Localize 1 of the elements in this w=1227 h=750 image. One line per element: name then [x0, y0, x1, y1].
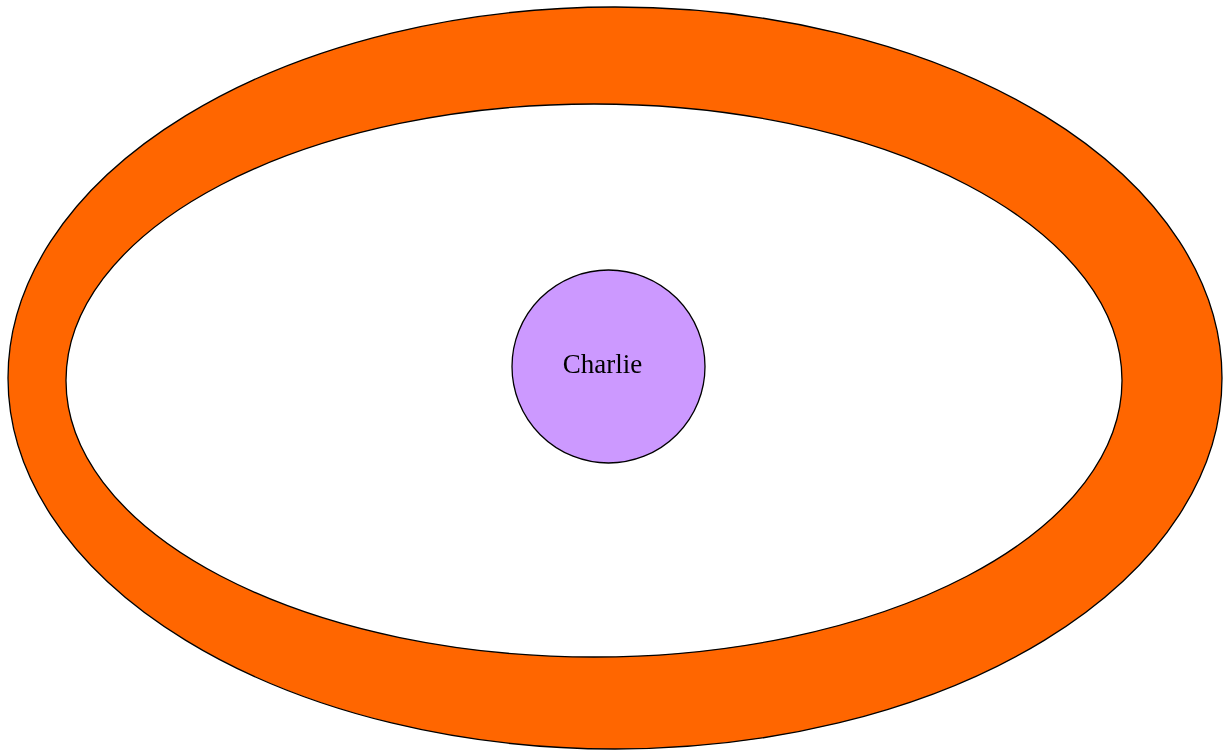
- node-label: Charlie: [562, 349, 643, 380]
